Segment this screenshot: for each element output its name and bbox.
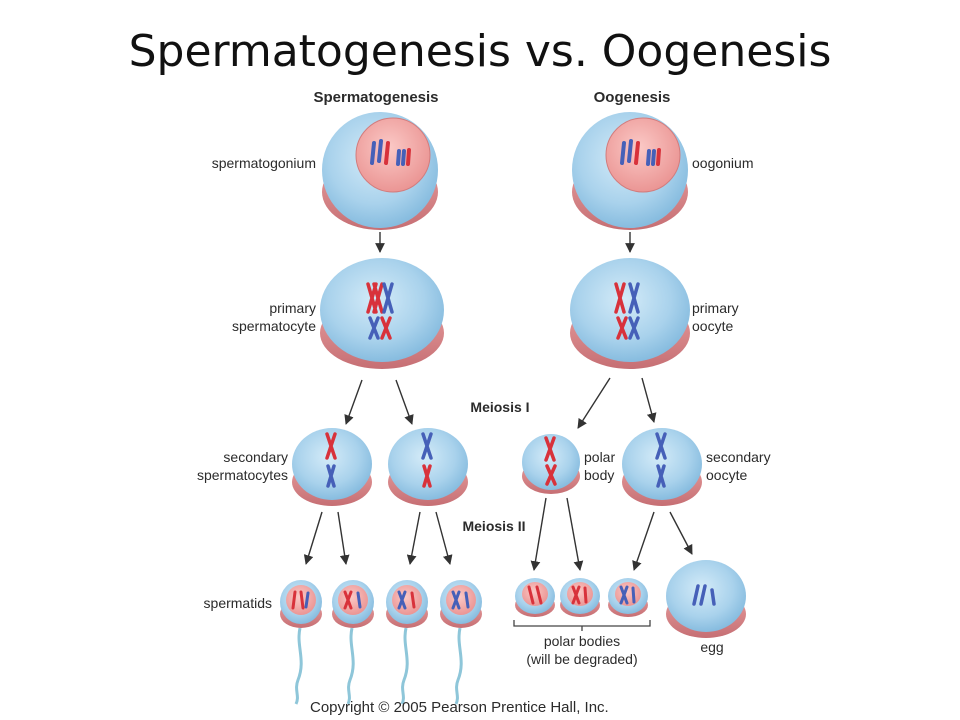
spermatid-4 bbox=[440, 580, 482, 705]
secondary-spermatocytes-label-2: spermatocytes bbox=[197, 467, 288, 483]
arrow-meiosis1-left-b bbox=[395, 379, 414, 425]
arrow-meiosis1-right-b bbox=[641, 377, 657, 423]
primary-oocyte-label-2: oocyte bbox=[692, 318, 733, 334]
polar-body-label-1: polar bbox=[584, 449, 615, 465]
oogonium-cell bbox=[572, 112, 688, 230]
primary-spermatocyte-label-1: primary bbox=[269, 300, 316, 316]
arrow-meiosis2-e bbox=[530, 497, 547, 571]
arrow-meiosis2-a bbox=[303, 511, 323, 565]
copyright-text: Copyright © 2005 Pearson Prentice Hall, … bbox=[310, 699, 609, 716]
polar-body-cell bbox=[522, 434, 580, 494]
primary-spermatocyte-cell bbox=[320, 258, 444, 369]
polar-body-final-2 bbox=[560, 578, 600, 617]
page-title: Spermatogenesis vs. Oogenesis bbox=[128, 26, 832, 77]
spermatogenesis-header: Spermatogenesis bbox=[313, 89, 438, 106]
arrow-meiosis1-left-a bbox=[344, 379, 363, 425]
spermatogonium-cell bbox=[322, 112, 438, 230]
arrow-meiosis2-h bbox=[669, 511, 693, 555]
secondary-spermatocyte-cell-1 bbox=[292, 428, 372, 506]
arrow-meiosis2-f bbox=[566, 497, 584, 571]
polar-body-final-1 bbox=[515, 578, 555, 617]
egg-label: egg bbox=[700, 639, 723, 655]
spermatogonium-label: spermatogonium bbox=[212, 155, 316, 171]
secondary-spermatocytes-label-1: secondary bbox=[223, 449, 288, 465]
spermatid-1 bbox=[280, 580, 322, 705]
oogenesis-header: Oogenesis bbox=[594, 89, 671, 106]
arrow-meiosis2-c bbox=[406, 511, 421, 565]
secondary-oocyte-label-1: secondary bbox=[706, 449, 771, 465]
egg-cell bbox=[666, 560, 746, 638]
polar-body-label-2: body bbox=[584, 467, 614, 483]
meiosis-2-label: Meiosis II bbox=[462, 518, 525, 534]
primary-oocyte-label-1: primary bbox=[692, 300, 739, 316]
arrow-meiosis2-g bbox=[632, 511, 655, 571]
spermatid-3 bbox=[386, 580, 428, 705]
polar-bodies-bracket bbox=[513, 620, 651, 631]
primary-oocyte-cell bbox=[570, 258, 690, 369]
oogonium-label: oogonium bbox=[692, 155, 754, 171]
secondary-spermatocyte-cell-2 bbox=[388, 428, 468, 506]
primary-spermatocyte-label-2: spermatocyte bbox=[232, 318, 316, 334]
arrow-meiosis1-right-a bbox=[577, 377, 611, 429]
meiosis-1-label: Meiosis I bbox=[470, 399, 529, 415]
polar-bodies-label-1: polar bodies bbox=[544, 633, 620, 649]
spermatid-2 bbox=[332, 580, 374, 705]
spermatids-label: spermatids bbox=[204, 595, 272, 611]
polar-body-final-3 bbox=[608, 578, 648, 617]
arrow-meiosis2-b bbox=[337, 511, 350, 565]
arrow-meiosis2-d bbox=[435, 511, 453, 565]
secondary-oocyte-cell bbox=[622, 428, 702, 506]
secondary-oocyte-label-2: oocyte bbox=[706, 467, 747, 483]
polar-bodies-label-2: (will be degraded) bbox=[526, 651, 637, 667]
